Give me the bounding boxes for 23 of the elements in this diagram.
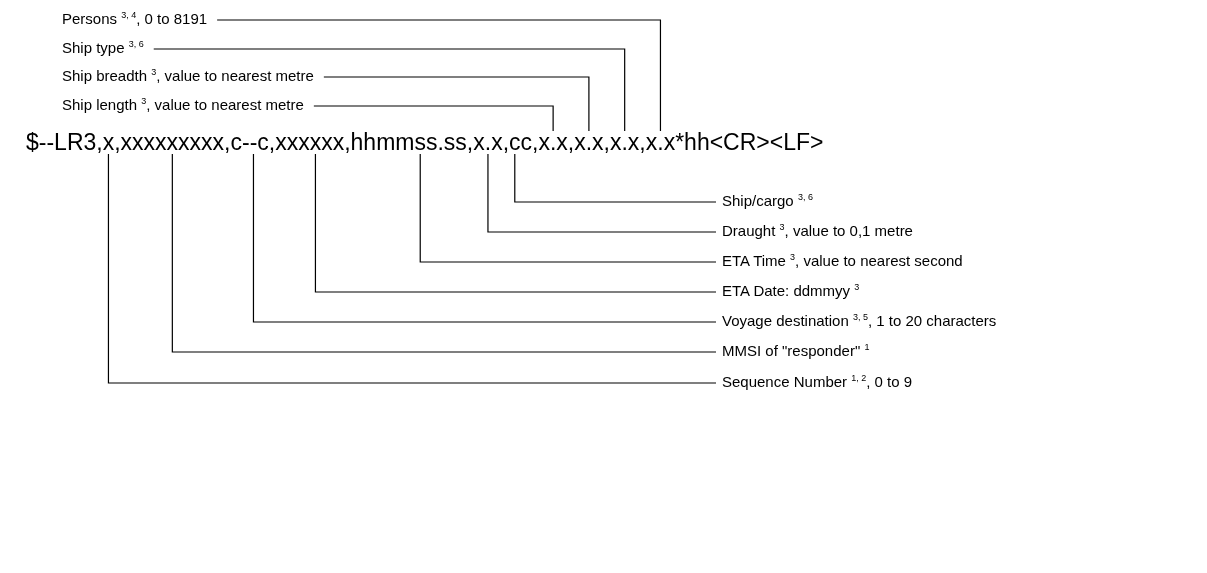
field-label: ETA Time $^{3}$, value to nearest second [722,252,963,270]
field-label: Sequence Number $^{1, 2}$, 0 to 9 [722,373,913,391]
leader-line [487,153,717,233]
field-label: Ship/cargo $^{3, 6}$ [722,192,813,210]
field-label: Ship breadth $^{3}$, value to nearest metre [62,67,314,85]
leader-line [313,105,554,132]
field-label: ETA Date: ddmmyy $^{3}$ [722,282,860,300]
field-label: Draught $^{3}$, value to 0,1 metre [722,222,913,240]
leader-line [153,48,626,132]
field-label: Ship type $^{3, 6}$ [62,39,144,57]
field-label: Voyage destination $^{3, 5}$, 1 to 20 characters [722,312,997,330]
leader-line [216,19,662,132]
field-label: MMSI of "responder" $^{1}$ [722,342,870,360]
leader-line [323,76,590,132]
leader-line [107,153,717,384]
leader-line [252,153,717,323]
field-label: Ship length $^{3}$, value to nearest metre [62,96,304,114]
field-label: Persons $^{3, 4}$, 0 to 8191 [62,10,208,28]
leader-line [314,153,717,293]
leader-line [171,153,717,353]
leader-line [419,153,717,263]
leader-line [514,153,717,203]
sentence-format: $--LR3,x,xxxxxxxxx,c--c,xxxxxx,hhmmss.ss,x.x,cc,x.x,x.x,x.x,x.x*hh<CR><LF> [26,128,824,156]
